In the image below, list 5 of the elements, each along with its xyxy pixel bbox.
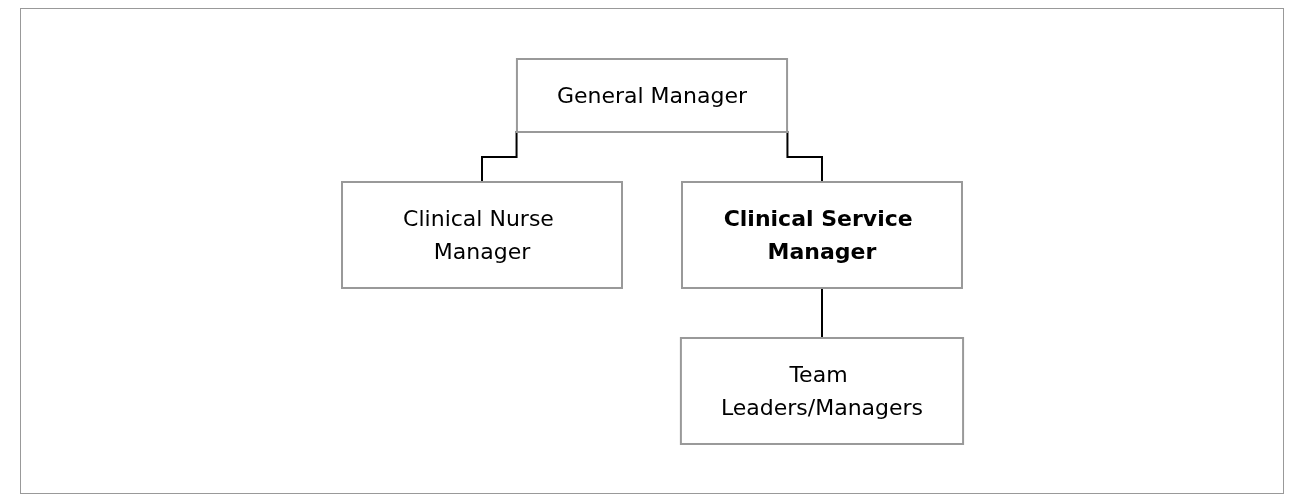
node-box: General Manager [516,57,789,133]
node-box: Clinical Nurse Manager [341,180,624,289]
connector [821,286,824,339]
node-box: Clinical Service Manager [681,180,964,289]
node-box: Team Leaders/Managers [680,336,965,445]
